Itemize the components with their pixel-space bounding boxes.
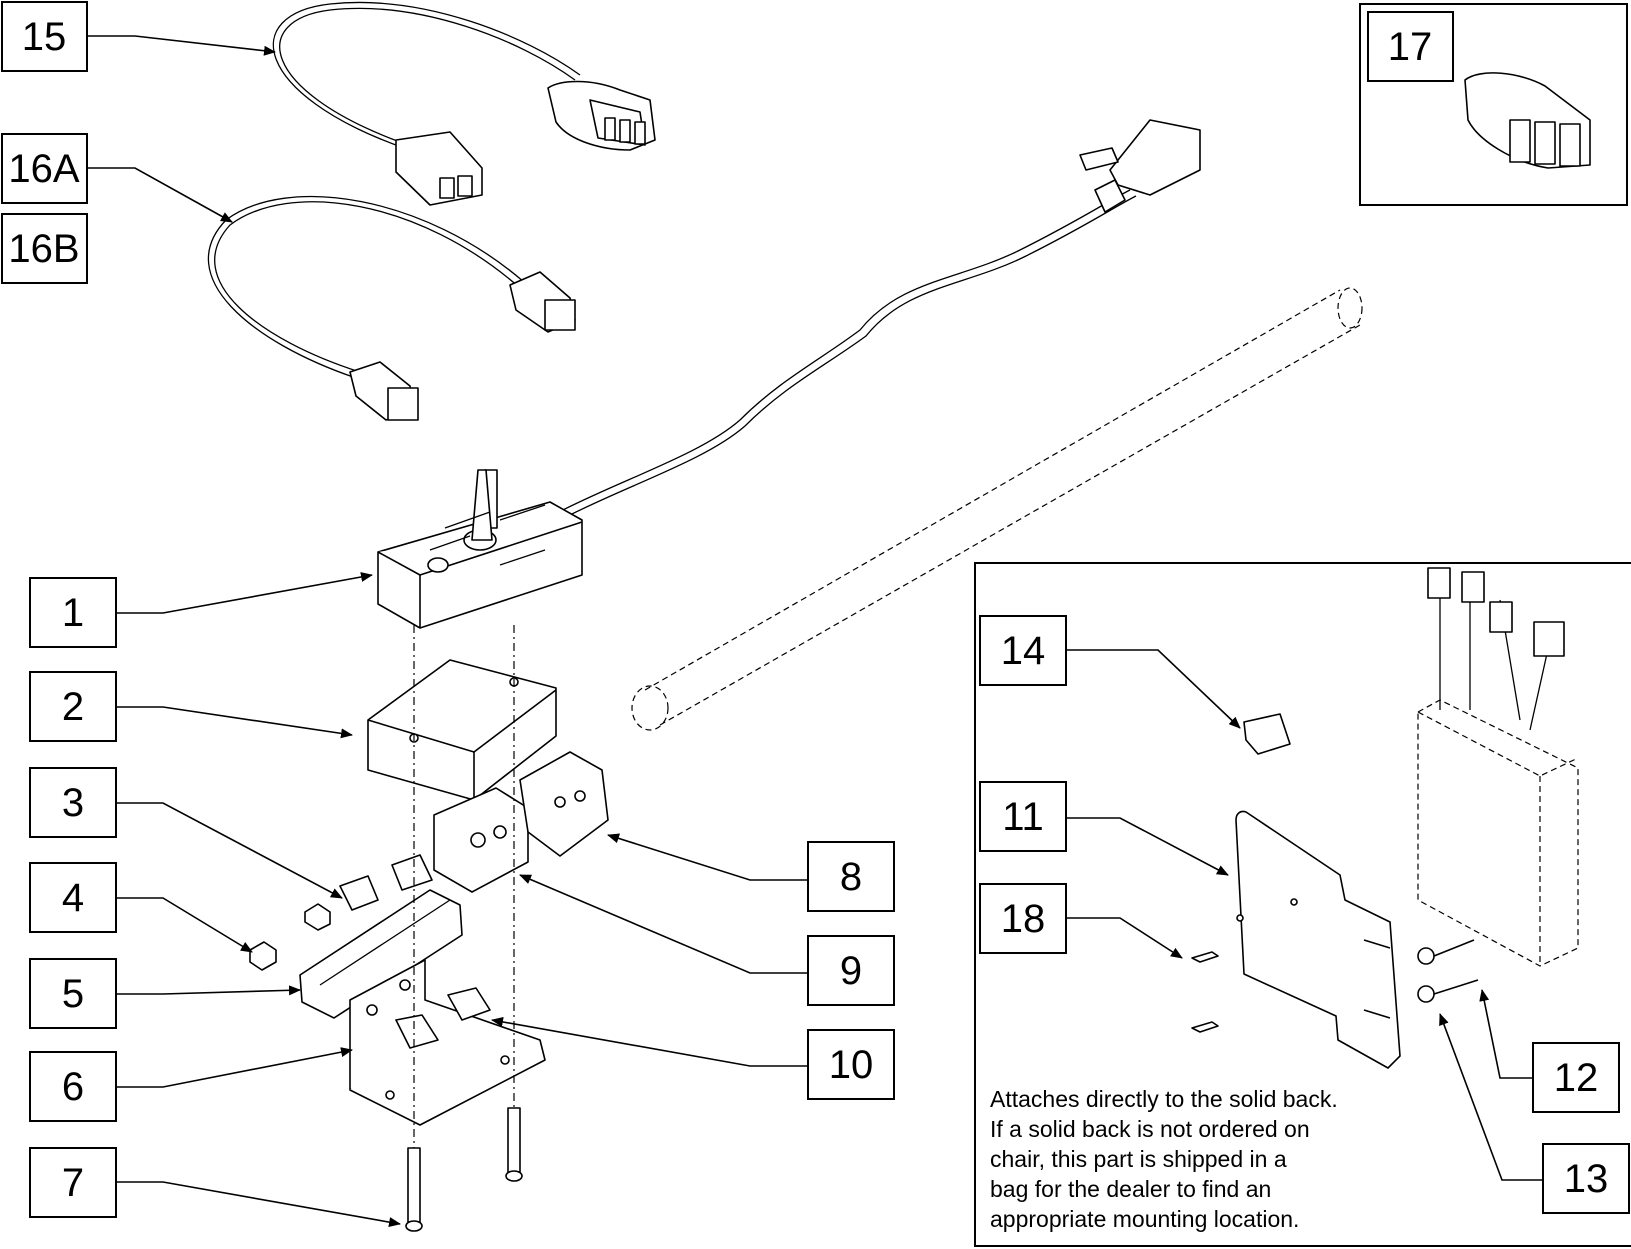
callout-2: 2 <box>29 671 117 742</box>
svg-text:2: 2 <box>62 685 84 729</box>
callout-4: 4 <box>29 862 117 933</box>
channel-and-bracket <box>299 889 546 1126</box>
callout-5: 5 <box>29 958 117 1029</box>
inset-frame-back-mount <box>974 562 1631 1247</box>
leader-lines <box>87 35 1543 1228</box>
callout-12: 12 <box>1532 1042 1620 1113</box>
svg-text:4: 4 <box>62 876 84 920</box>
svg-text:14: 14 <box>1001 629 1046 673</box>
svg-text:7: 7 <box>62 1161 84 1205</box>
screws-and-nuts <box>249 854 433 971</box>
mounting-note: Attaches directly to the solid back. If … <box>990 1086 1338 1232</box>
callout-3: 3 <box>29 767 117 838</box>
callout-11: 11 <box>979 781 1067 852</box>
svg-text:12: 12 <box>1554 1056 1599 1100</box>
svg-text:17: 17 <box>1388 25 1433 69</box>
part-17-connector <box>1464 72 1591 169</box>
svg-text:6: 6 <box>62 1065 84 1109</box>
callout-16b: 16B <box>1 213 88 284</box>
svg-text:1: 1 <box>62 591 84 635</box>
svg-text:15: 15 <box>22 15 67 59</box>
joystick-cable <box>554 119 1201 521</box>
callout-10: 10 <box>807 1029 895 1100</box>
callout-13: 13 <box>1542 1143 1630 1214</box>
svg-text:11: 11 <box>1002 795 1044 839</box>
armrest-tube <box>631 287 1363 731</box>
note-line-3: chair, this part is shipped in a <box>990 1146 1287 1172</box>
note-line-2: If a solid back is not ordered on <box>990 1116 1310 1142</box>
back-mount-assembly <box>1191 567 1579 1069</box>
svg-text:16B: 16B <box>8 227 79 271</box>
callout-7: 7 <box>29 1147 117 1218</box>
inset-frame-part-17 <box>1359 3 1628 206</box>
clamp-halves <box>433 751 609 893</box>
svg-text:13: 13 <box>1564 1157 1609 1201</box>
callout-1: 1 <box>29 577 117 648</box>
svg-text:9: 9 <box>840 949 862 993</box>
cable-15 <box>272 1 656 206</box>
long-screws <box>405 1107 523 1232</box>
callout-16a: 16A <box>1 133 88 204</box>
callout-17: 17 <box>1367 11 1454 82</box>
part-2-pad <box>367 659 557 801</box>
svg-text:3: 3 <box>62 781 84 825</box>
callout-6: 6 <box>29 1051 117 1122</box>
callout-18: 18 <box>979 883 1067 954</box>
svg-text:10: 10 <box>829 1043 874 1087</box>
svg-text:8: 8 <box>840 855 862 899</box>
note-line-4: bag for the dealer to find an <box>990 1176 1271 1202</box>
svg-text:5: 5 <box>62 972 84 1016</box>
cable-16 <box>207 195 576 421</box>
note-line-1: Attaches directly to the solid back. <box>990 1086 1338 1112</box>
callout-8: 8 <box>807 841 895 912</box>
callout-15: 15 <box>1 1 88 72</box>
joystick-module <box>377 469 583 629</box>
note-line-5: appropriate mounting location. <box>990 1206 1299 1232</box>
svg-text:16A: 16A <box>8 147 79 191</box>
callout-9: 9 <box>807 935 895 1006</box>
svg-text:18: 18 <box>1001 897 1046 941</box>
callout-14: 14 <box>979 615 1067 686</box>
